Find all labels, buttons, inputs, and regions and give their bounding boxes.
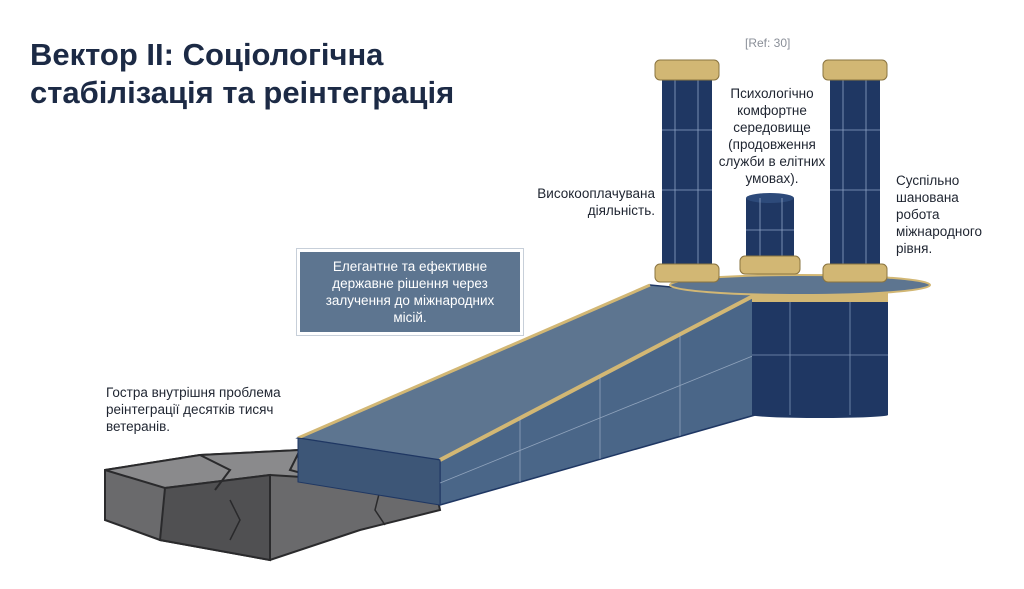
comfort-label: Психологічно комфортне середовище (продо… [718, 86, 826, 186]
solution-callout: Елегантне та ефективне державне рішення … [296, 248, 524, 336]
column-broken-middle [739, 193, 801, 275]
title-line-2: стабілізація та реінтеграція [30, 75, 455, 110]
solution-text: Елегантне та ефективне державне рішення … [325, 259, 495, 325]
pay-label: Високооплачувана діяльність. [537, 186, 655, 218]
column-right [822, 59, 888, 283]
column-left [654, 59, 720, 283]
reference-note: [Ref: 30] [745, 36, 791, 50]
title-line-1: Вектор II: Соціологічна [30, 37, 384, 72]
respect-label: Суспільно шанована робота міжнародного р… [896, 173, 982, 256]
problem-label: Гостра внутрішня проблема реінтеграції д… [106, 385, 281, 434]
